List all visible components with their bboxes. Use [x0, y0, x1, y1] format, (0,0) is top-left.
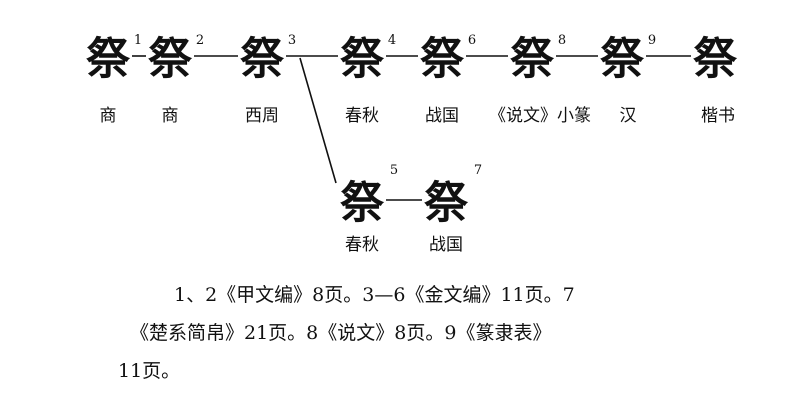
era-label-5: 战国 [425, 106, 459, 126]
branch-glyph-2: 祭 [424, 178, 469, 229]
glyph-stage-2: 祭 [148, 34, 193, 85]
era-label-8: 楷书 [701, 106, 735, 126]
era-label-4: 春秋 [345, 106, 379, 126]
caption-line-3: 11页。 [118, 360, 181, 382]
caption-line-2: 《楚系简帛》21页。8《说文》8页。9《篆隶表》 [130, 322, 552, 344]
era-label-2: 商 [162, 106, 179, 126]
glyph-stage-8: 祭 [693, 34, 738, 85]
branch-number-7: 7 [474, 163, 482, 178]
glyph-number-6: 6 [468, 33, 476, 48]
glyph-stage-6: 祭 [510, 34, 555, 85]
glyph-number-4: 4 [388, 33, 396, 48]
glyph-stage-4: 祭 [340, 34, 385, 85]
era-label-6: 《说文》小篆 [489, 105, 591, 126]
era-label-7: 汉 [620, 106, 637, 126]
caption-line-1: 1、2《甲文编》8页。3—6《金文编》11页。7 [174, 284, 575, 306]
glyph-stage-7: 祭 [600, 34, 645, 85]
era-label-3: 西周 [245, 106, 279, 126]
branch-number-5: 5 [390, 163, 398, 178]
source-caption: 1、2《甲文编》8页。3—6《金文编》11页。7 《楚系简帛》21页。8《说文》… [118, 276, 730, 390]
glyph-stage-5: 祭 [420, 34, 465, 85]
branch-connector [299, 57, 337, 184]
glyph-stage-3: 祭 [240, 34, 285, 85]
glyph-number-2: 2 [196, 33, 204, 48]
branch-era-label-2: 战国 [429, 235, 463, 255]
glyph-stage-1: 祭 [86, 34, 131, 85]
glyph-number-3: 3 [288, 33, 296, 48]
glyph-number-8: 8 [558, 33, 566, 48]
glyph-number-1: 1 [134, 33, 142, 48]
branch-era-label-1: 春秋 [345, 235, 379, 255]
era-label-1: 商 [100, 106, 117, 126]
glyph-number-9: 9 [648, 33, 656, 48]
branch-glyph-1: 祭 [340, 178, 385, 229]
